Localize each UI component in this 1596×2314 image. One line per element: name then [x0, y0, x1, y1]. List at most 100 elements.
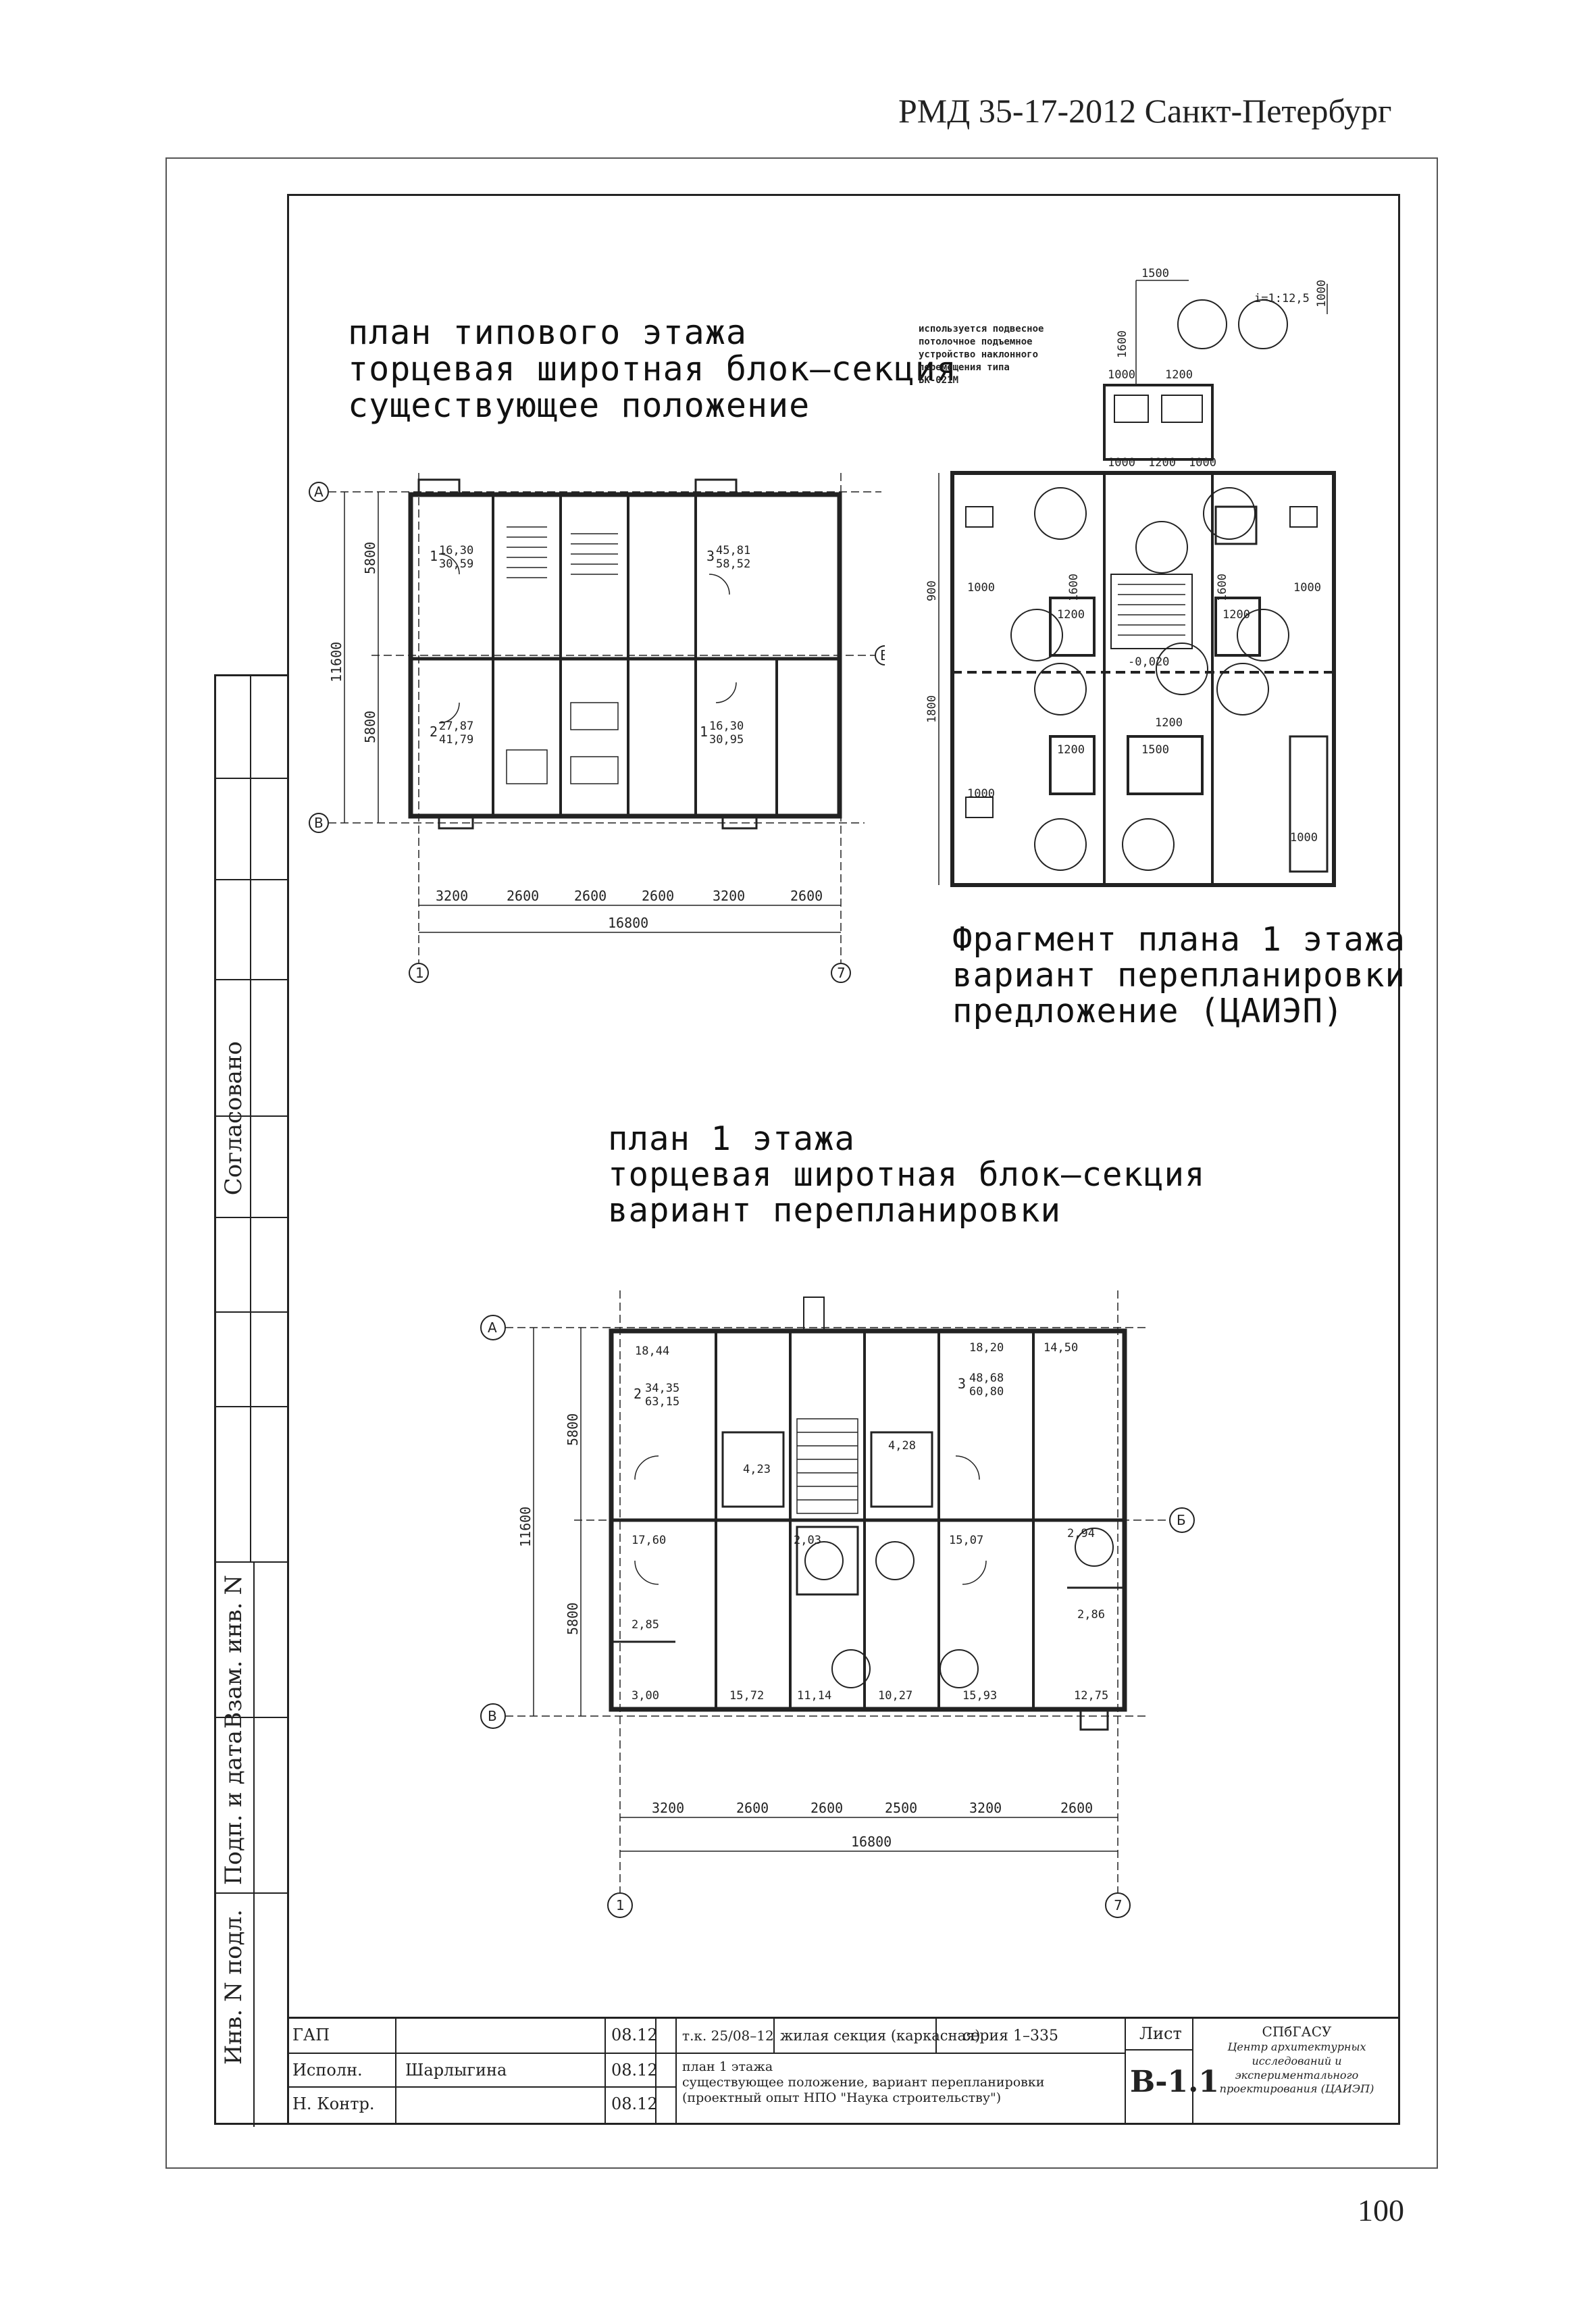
stamp-inventory-number: Инв. N подл. — [220, 1909, 247, 2065]
apt-area-total: 63,15 — [645, 1395, 679, 1409]
room-area: 2,94 — [1067, 1527, 1095, 1540]
dim-h-5: 3200 — [969, 1800, 1002, 1816]
apt-num: 2 — [430, 724, 438, 740]
room-area: 10,27 — [878, 1689, 912, 1703]
axis-7: 7 — [837, 965, 846, 981]
drawing-frame — [287, 194, 1400, 2125]
room-area: 3,00 — [632, 1689, 659, 1703]
tb-code: т.к. 25/08–12 — [682, 2028, 774, 2044]
room-area: 2,85 — [632, 1618, 659, 1632]
apt-area-living: 27,87 — [439, 720, 473, 733]
axis-b: Б — [880, 647, 885, 663]
scale-label: i=1:12,5 — [1254, 292, 1310, 305]
tb-role: Исполн. — [292, 2061, 363, 2080]
axis-a: А — [314, 484, 324, 500]
fragment-mark: 1200 — [1148, 456, 1176, 470]
apt-area-total: 60,80 — [969, 1385, 1004, 1399]
room-area: 17,60 — [632, 1534, 666, 1547]
fragment-drawing: 1500 1000 1600 900 1600 1600 1800 -0,020… — [925, 267, 1336, 887]
fragment-dim-side: 1800 — [925, 695, 939, 723]
dim-5800-top: 5800 — [362, 542, 378, 574]
tb-date: 08.12 — [611, 2026, 658, 2044]
apt-num: 3 — [958, 1376, 966, 1392]
document-header: РМД 35-17-2012 Санкт-Петербург — [898, 92, 1392, 130]
dim-h-3: 2600 — [810, 1800, 843, 1816]
tb-series: серия 1–335 — [962, 2028, 1058, 2044]
apt-num: 2 — [634, 1386, 642, 1402]
tb-name: Шарлыгина — [405, 2061, 507, 2080]
fragment-mark: 1200 — [1057, 608, 1085, 622]
dim-h-6: 2600 — [1060, 1800, 1093, 1816]
side-stamp: Согласовано Взам. инв. N Подп. и дата Ин… — [214, 674, 287, 2127]
tb-date: 08.12 — [611, 2094, 658, 2113]
dim-h-1: 3200 — [652, 1800, 684, 1816]
apt-area-total: 58,52 — [716, 557, 750, 571]
room-area: 2,86 — [1077, 1608, 1105, 1621]
apt-num: 1 — [430, 548, 438, 564]
title-first-floor: план 1 этажа торцевая широтная блок–секц… — [608, 1120, 1206, 1230]
title-block: ГАП Исполн. Н. Контр. Шарлыгина 08.12 08… — [287, 2017, 1400, 2125]
dim-11600: 11600 — [517, 1507, 534, 1547]
apt-area-living: 45,81 — [716, 544, 750, 557]
apt-area-total: 30,59 — [439, 557, 473, 571]
apt-num: 3 — [706, 548, 715, 564]
axis-1: 1 — [415, 965, 424, 981]
apt-area-living: 48,68 — [969, 1372, 1004, 1385]
stamp-signature-date: Подп. и дата — [220, 1730, 247, 1886]
fragment-mark: 1000 — [1189, 456, 1216, 470]
dim-5800-bottom: 5800 — [565, 1603, 581, 1635]
tb-date: 08.12 — [611, 2061, 658, 2080]
dim-h-5: 3200 — [713, 888, 745, 904]
fragment-note: используется подвесное потолочное подъем… — [919, 324, 1044, 386]
room-area: 14,50 — [1044, 1341, 1078, 1355]
room-area: 4,28 — [888, 1439, 916, 1453]
title-typical-floor: план типового этажа торцевая широтная бл… — [348, 313, 957, 425]
axis-v: В — [314, 815, 324, 831]
dim-h-1: 3200 — [436, 888, 468, 904]
fragment-mark: 1200 — [1057, 743, 1085, 757]
fragment-mark: 1000 — [967, 787, 995, 801]
plan-first-drawing: А Б В 1 7 5800 5800 11600 3200 2600 2600… — [480, 1290, 1195, 1918]
dim-h-2: 2600 — [736, 1800, 769, 1816]
axis-1: 1 — [616, 1897, 625, 1913]
dim-5800-bottom: 5800 — [362, 711, 378, 743]
axis-v: В — [488, 1708, 497, 1724]
dim-5800-top: 5800 — [565, 1413, 581, 1446]
fragment-mark: 1000 — [1108, 368, 1135, 382]
apt-area-living: 34,35 — [645, 1382, 679, 1395]
axis-7: 7 — [1114, 1897, 1123, 1913]
dim-h-2: 2600 — [507, 888, 539, 904]
fragment-mark: 1200 — [1155, 716, 1183, 730]
dim-h-4: 2500 — [885, 1800, 917, 1816]
room-area: 2,03 — [794, 1534, 821, 1547]
room-area: 4,23 — [743, 1463, 771, 1476]
page-number: 100 — [1358, 2193, 1404, 2228]
fragment-mark: 1000 — [1290, 831, 1318, 845]
room-area: 15,72 — [729, 1689, 764, 1703]
fragment-dim-top-right: 1000 — [1315, 280, 1329, 307]
fragment-dim-side: 1600 — [1067, 574, 1081, 601]
tb-sheet-label: Лист — [1139, 2024, 1182, 2043]
fragment-dim-side: 1600 — [1216, 574, 1229, 601]
fragment-mark: 1000 — [1293, 581, 1321, 595]
stamp-agreed: Согласовано — [220, 1041, 247, 1196]
tb-role: Н. Контр. — [292, 2094, 375, 2113]
dim-total: 16800 — [608, 915, 648, 931]
dim-h-6: 2600 — [790, 888, 823, 904]
title-fragment: Фрагмент плана 1 этажа вариант переплани… — [952, 920, 1406, 1030]
room-area: 11,14 — [797, 1689, 831, 1703]
page-outer-frame — [165, 157, 1438, 2169]
apt-area-living: 16,30 — [439, 544, 473, 557]
stamp-replacement-inv: Взам. инв. N — [220, 1575, 247, 1729]
tb-project: жилая секция (каркасная) — [780, 2028, 981, 2044]
room-area: 15,93 — [962, 1689, 997, 1703]
fragment-dim-side: 1600 — [1116, 330, 1129, 358]
tb-sheet: В-1.1 — [1130, 2065, 1219, 2099]
fragment-dim-side: 900 — [925, 580, 939, 601]
axis-b: Б — [1177, 1512, 1186, 1528]
fragment-mark: 1200 — [1165, 368, 1193, 382]
room-area: 15,07 — [949, 1534, 983, 1547]
dim-h-3: 2600 — [574, 888, 607, 904]
apt-area-living: 16,30 — [709, 720, 744, 733]
apt-area-total: 30,95 — [709, 733, 744, 747]
